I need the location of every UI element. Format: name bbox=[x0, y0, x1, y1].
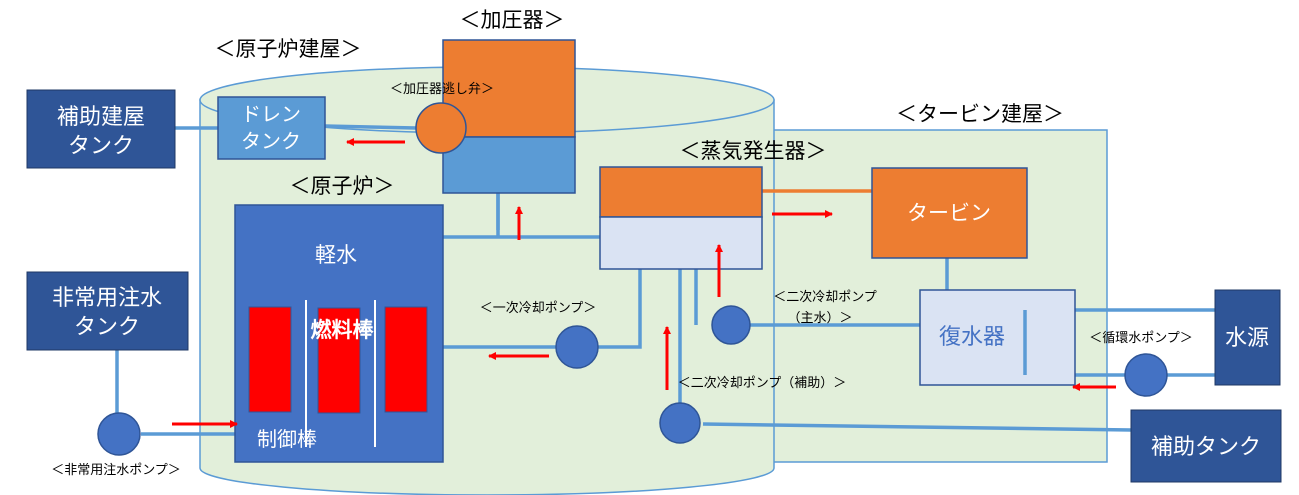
turbine-building-label: ＜タービン建屋＞ bbox=[896, 102, 1064, 126]
secondary-pump-main-label-1: ＜二次冷却ポンプ bbox=[773, 289, 877, 305]
pipe-sg-feed-main bbox=[694, 269, 920, 327]
reactor-building-label: ＜原子炉建屋＞ bbox=[215, 37, 362, 61]
reactor-label: ＜原子炉＞ bbox=[290, 174, 395, 198]
secondary-pump-main-label-2: （主水）＞ bbox=[787, 311, 852, 326]
pressurizer-relief-valve-label: ＜加圧器逃し弁＞ bbox=[390, 82, 494, 97]
circulation-pump bbox=[1124, 353, 1168, 397]
flow-arrows bbox=[172, 138, 1116, 428]
pressurizer-relief-valve bbox=[415, 102, 467, 154]
pressurizer-label: ＜加圧器＞ bbox=[460, 8, 565, 32]
water-source bbox=[1214, 289, 1281, 386]
secondary-pump-aux-label: ＜二次冷却ポンプ（補助）＞ bbox=[678, 375, 847, 391]
emergency-tank-label-1: 非常用注水 bbox=[52, 286, 162, 311]
aux-tank-label: 補助タンク bbox=[1151, 435, 1261, 460]
drain-tank bbox=[217, 96, 326, 160]
turbine bbox=[871, 167, 1028, 259]
condenser-label: 復水器 bbox=[939, 325, 1005, 350]
condenser bbox=[919, 289, 1076, 386]
fuel-rods-label: 燃料棒 bbox=[311, 318, 375, 342]
fuel-rod-2 bbox=[317, 307, 361, 414]
pipe-emergency bbox=[115, 350, 236, 436]
steam-generator-steam bbox=[599, 166, 763, 218]
turbine-label: タービン bbox=[907, 201, 991, 225]
secondary-pump-aux bbox=[659, 402, 701, 444]
secondary-pump-main bbox=[711, 305, 751, 345]
steam-generator-water bbox=[599, 216, 763, 270]
control-rods-label: 制御棒 bbox=[257, 427, 317, 451]
light-water-label: 軽水 bbox=[315, 243, 357, 267]
aux-tank bbox=[1130, 409, 1282, 483]
emergency-tank-label-2: タンク bbox=[74, 315, 140, 340]
drain-tank-label-1: ドレン bbox=[241, 102, 301, 126]
primary-pump bbox=[555, 325, 599, 369]
aux-building-tank bbox=[26, 89, 176, 169]
emergency-tank bbox=[26, 271, 189, 351]
aux-building-tank-label-2: タンク bbox=[68, 134, 134, 159]
fuel-rod-1 bbox=[248, 306, 292, 413]
aux-building-tank-label-1: 補助建屋 bbox=[57, 105, 145, 130]
drain-tank-label-2: タンク bbox=[241, 129, 301, 153]
pressurizer-water-space bbox=[442, 136, 576, 194]
primary-pump-label: ＜一次冷却ポンプ＞ bbox=[480, 300, 597, 316]
pipe-aux-tank bbox=[702, 422, 1132, 432]
pipe-primary-pump-sg bbox=[598, 258, 642, 349]
water-source-label: 水源 bbox=[1225, 326, 1269, 351]
emergency-pump-label: ＜非常用注水ポンプ＞ bbox=[51, 463, 181, 478]
steam-generator-label: ＜蒸気発生器＞ bbox=[680, 139, 827, 163]
fuel-rod-3 bbox=[384, 306, 428, 413]
emergency-pump bbox=[97, 412, 141, 456]
pipe-drain-valve bbox=[324, 124, 417, 130]
circulation-pump-label: ＜循環水ポンプ＞ bbox=[1089, 331, 1193, 346]
